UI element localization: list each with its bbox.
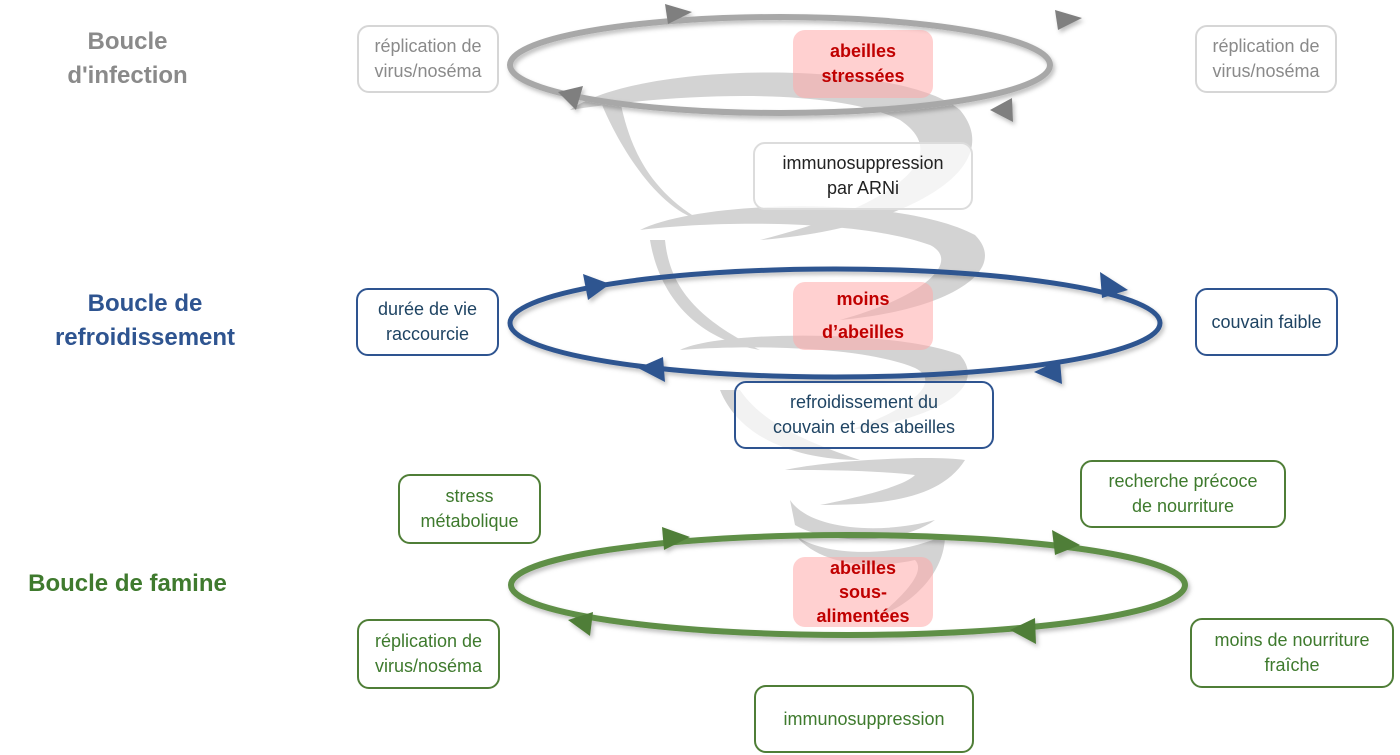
cooling-bottom-box: refroidissement du couvain et des abeill… [734, 381, 994, 449]
box-line: fraîche [1264, 655, 1320, 675]
box-line: réplication de [374, 36, 482, 56]
box-line: couvain faible [1211, 311, 1322, 332]
title-line: refroidissement [54, 324, 236, 351]
box-line: recherche précoce [1108, 471, 1258, 491]
cooling-loop-arrow [507, 266, 1163, 384]
famine-loop-arrow [508, 527, 1188, 644]
famine-top-left-box: stress métabolique [398, 474, 541, 544]
title-line: d'infection [67, 62, 188, 89]
box-line: refroidissement du [789, 392, 939, 412]
box-line: virus/noséma [374, 656, 483, 676]
box-line: virus/noséma [374, 61, 482, 81]
infection-bottom-box: immunosuppression par ARNi [753, 142, 973, 210]
box-line: réplication de [374, 631, 483, 651]
infection-right-box: réplication de virus/noséma [1195, 25, 1337, 93]
cooling-left-box: durée de vie raccourcie [356, 288, 499, 356]
box-line: de nourriture [1131, 496, 1235, 516]
famine-loop-title: Boucle de famine [10, 567, 245, 601]
cooling-center-label: moins d’abeilles [793, 282, 933, 350]
cooling-loop-title: Boucle de refroidissement [30, 287, 260, 355]
cooling-right-box: couvain faible [1195, 288, 1338, 356]
center-line: abeilles [829, 558, 897, 578]
box-line: métabolique [420, 511, 519, 531]
title-line: Boucle [87, 28, 168, 55]
famine-top-right-box: recherche précoce de nourriture [1080, 460, 1286, 528]
center-line: d’abeilles [821, 322, 905, 342]
box-line: raccourcie [385, 324, 469, 344]
famine-center-label: abeilles sous- alimentées [793, 557, 933, 627]
famine-right-box: moins de nourriture fraîche [1190, 618, 1394, 688]
famine-bottom-box: immunosuppression [754, 685, 974, 753]
box-line: durée de vie [377, 299, 478, 319]
box-line: réplication de [1212, 36, 1320, 56]
center-line: stressées [821, 66, 905, 86]
box-line: immunosuppression [782, 153, 944, 173]
famine-left-box: réplication de virus/noséma [357, 619, 500, 689]
center-line: moins [836, 289, 890, 309]
box-line: stress [445, 486, 494, 506]
box-line: virus/noséma [1212, 61, 1320, 81]
center-line: alimentées [816, 606, 910, 626]
infection-center-label: abeilles stressées [793, 30, 933, 98]
box-line: immunosuppression [783, 708, 945, 729]
box-line: par ARNi [826, 178, 899, 198]
center-line: abeilles [829, 41, 897, 61]
box-line: moins de nourriture [1214, 630, 1370, 650]
infection-loop-arrow [507, 4, 1082, 122]
infection-loop-title: Boucle d'infection [40, 25, 215, 93]
title-line: Boucle de famine [28, 570, 227, 597]
center-line: sous- [838, 582, 887, 602]
title-line: Boucle de [87, 290, 203, 317]
infection-left-box: réplication de virus/noséma [357, 25, 499, 93]
box-line: couvain et des abeilles [772, 417, 956, 437]
